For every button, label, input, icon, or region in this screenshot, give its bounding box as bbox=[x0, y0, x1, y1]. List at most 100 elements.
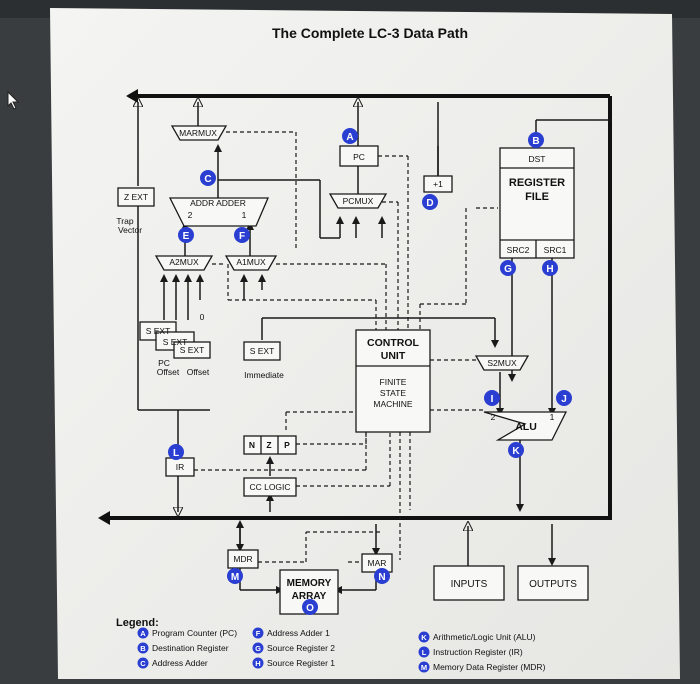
legend-item: A Program Counter (PC) bbox=[137, 627, 237, 639]
fsm-label-2: STATE bbox=[380, 388, 406, 398]
dst-label: DST bbox=[529, 154, 546, 164]
marker-e: E bbox=[178, 227, 194, 243]
legend-key: A bbox=[140, 629, 146, 638]
alu-label: ALU bbox=[515, 421, 537, 433]
ir-label: IR bbox=[176, 462, 185, 472]
marker-letter: C bbox=[204, 174, 211, 185]
legend-label: Source Register 1 bbox=[267, 658, 335, 668]
legend-key: B bbox=[140, 644, 146, 653]
n-label: N bbox=[249, 440, 255, 450]
a2mux-label: A2MUX bbox=[169, 257, 199, 267]
s2mux-label: S2MUX bbox=[487, 358, 517, 368]
pcmux-label: PCMUX bbox=[343, 196, 374, 206]
legend-key: H bbox=[255, 659, 260, 668]
memory-label-2: ARRAY bbox=[292, 591, 327, 602]
legend-key: L bbox=[422, 648, 427, 657]
alu-in-1-label: 1 bbox=[550, 412, 555, 422]
legend-item: L Instruction Register (IR) bbox=[418, 646, 523, 658]
marker-c: C bbox=[200, 170, 216, 186]
marker-letter: L bbox=[173, 448, 179, 459]
a1mux-shape bbox=[224, 255, 278, 271]
pc-label: PC bbox=[353, 152, 365, 162]
sext-label-a: S EXT bbox=[146, 326, 171, 336]
diagram-title: The Complete LC-3 Data Path bbox=[272, 25, 468, 41]
legend-label: Memory Data Register (MDR) bbox=[433, 662, 546, 672]
offset-label: Offset bbox=[187, 367, 210, 377]
legend-key: M bbox=[421, 663, 427, 672]
adder-in-1-label: 1 bbox=[242, 210, 247, 220]
marker-o: O bbox=[302, 599, 318, 615]
marker-letter: K bbox=[512, 446, 520, 457]
src1-label: SRC1 bbox=[544, 245, 567, 255]
zero-label: 0 bbox=[200, 312, 205, 322]
pc-offset-label-2: Offset bbox=[157, 367, 180, 377]
cc-logic-box bbox=[243, 477, 297, 497]
data-wires bbox=[138, 102, 610, 594]
register-file-box bbox=[499, 147, 575, 259]
cc-logic-label: CC LOGIC bbox=[249, 482, 290, 492]
legend-label: Address Adder bbox=[152, 658, 208, 668]
marker-letter: A bbox=[346, 132, 353, 143]
marker-k: K bbox=[508, 442, 524, 458]
register-file-label-1: REGISTER bbox=[509, 177, 565, 189]
marker-letter: I bbox=[491, 394, 494, 405]
nzp-box bbox=[243, 435, 297, 455]
legend-label: Instruction Register (IR) bbox=[433, 647, 523, 657]
marker-m: M bbox=[227, 568, 243, 584]
legend-title: Legend: bbox=[116, 617, 159, 629]
sext-label-d: S EXT bbox=[250, 346, 275, 356]
outputs-box bbox=[517, 565, 589, 601]
outputs-label: OUTPUTS bbox=[529, 579, 577, 590]
legend-label: Program Counter (PC) bbox=[152, 628, 237, 638]
marker-d: D bbox=[422, 194, 438, 210]
a2mux-shape bbox=[154, 255, 214, 271]
blocks bbox=[117, 125, 589, 615]
sext-box-c bbox=[173, 341, 211, 359]
marker-letter: F bbox=[239, 231, 245, 242]
legend-label: Source Register 2 bbox=[267, 643, 335, 653]
register-file-label-2: FILE bbox=[525, 191, 549, 203]
marker-b: B bbox=[528, 132, 544, 148]
s2mux-shape bbox=[474, 355, 530, 371]
sext-label-c: S EXT bbox=[180, 345, 205, 355]
pc-box bbox=[339, 145, 379, 167]
pc-offset-label-1: PC bbox=[158, 358, 170, 368]
marker-g: G bbox=[500, 260, 516, 276]
plus-one-box bbox=[423, 175, 453, 193]
marker-l: L bbox=[168, 444, 184, 460]
legend-item: H Source Register 1 bbox=[252, 657, 335, 669]
control-wires bbox=[194, 131, 498, 563]
a1mux-label: A1MUX bbox=[236, 257, 266, 267]
z-label: Z bbox=[266, 440, 271, 450]
marker-f: F bbox=[234, 227, 250, 243]
marmux-label: MARMUX bbox=[179, 128, 217, 138]
marker-letter: E bbox=[183, 231, 190, 242]
alu-shape bbox=[483, 411, 568, 441]
control-unit-box bbox=[355, 329, 431, 433]
pcmux-shape bbox=[328, 193, 388, 209]
trap-label-1: Trap bbox=[116, 216, 133, 226]
legend-item: M Memory Data Register (MDR) bbox=[418, 661, 546, 673]
src2-label: SRC2 bbox=[507, 245, 530, 255]
inputs-box bbox=[433, 565, 505, 601]
adder-in-2-label: 2 bbox=[188, 210, 193, 220]
mdr-box bbox=[227, 549, 259, 569]
fsm-label-1: FINITE bbox=[380, 377, 407, 387]
marker-letter: B bbox=[532, 136, 539, 147]
marmux-shape bbox=[170, 125, 228, 141]
control-unit-label-1: CONTROL bbox=[367, 337, 419, 349]
legend-key: C bbox=[140, 659, 146, 668]
zext-box bbox=[117, 187, 155, 207]
mar-label: MAR bbox=[368, 558, 387, 568]
trap-label-2: Vector bbox=[118, 225, 142, 235]
marker-letter: H bbox=[546, 264, 553, 275]
fsm-label-3: MACHINE bbox=[373, 399, 413, 409]
cursor-icon bbox=[7, 90, 20, 110]
zext-label: Z EXT bbox=[124, 192, 148, 202]
